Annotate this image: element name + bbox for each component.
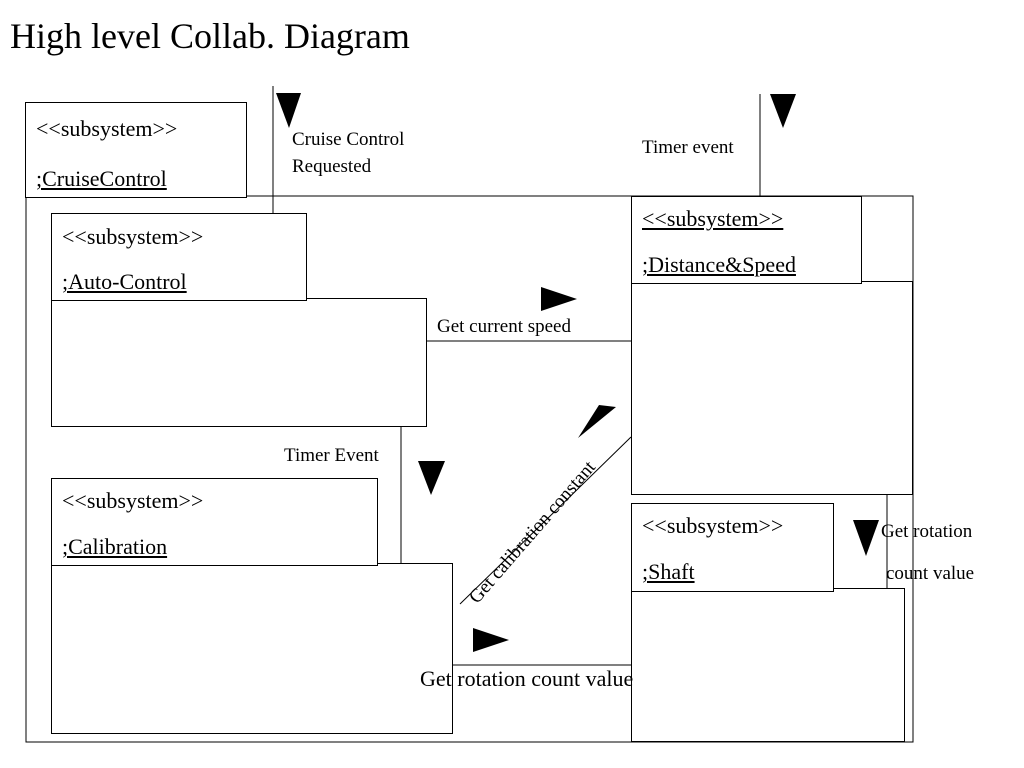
- cruise-requested-label-2: Requested: [292, 156, 372, 177]
- auto-control-name: ;Auto-Control: [62, 269, 187, 294]
- distance-speed-stereotype: <<subsystem>>: [642, 206, 784, 231]
- timer-event-top-label: Timer event: [642, 137, 734, 158]
- distance-speed-name: ;Distance&Speed: [642, 252, 796, 277]
- cruise-control-header: <<subsystem>> ;CruiseControl: [25, 102, 247, 198]
- calibration-body: [51, 563, 453, 734]
- get-calibration-constant-line: [459, 436, 632, 605]
- arrow-get-calibration-icon: [578, 405, 616, 438]
- arrow-timer-event-mid-icon: [418, 461, 445, 495]
- arrow-timer-event-top-icon: [770, 94, 796, 128]
- cruise-control-name: ;CruiseControl: [36, 166, 167, 191]
- calibration-stereotype: <<subsystem>>: [62, 488, 204, 513]
- cruise-control-frame: [25, 195, 914, 743]
- calibration-name: ;Calibration: [62, 534, 168, 559]
- arrow-get-rotation-bottom-icon: [473, 628, 509, 652]
- page-title: High level Collab. Diagram: [10, 16, 410, 56]
- arrow-get-current-speed-icon: [541, 287, 577, 311]
- auto-control-stereotype: <<subsystem>>: [62, 224, 204, 249]
- arrow-get-rotation-right-icon: [853, 520, 879, 556]
- arrow-cruise-requested-icon: [276, 93, 301, 128]
- distance-speed-body: [631, 281, 913, 495]
- get-current-speed-label: Get current speed: [437, 316, 571, 337]
- shaft-name: ;Shaft: [642, 559, 695, 584]
- get-rotation-right-label-2: count value: [886, 563, 975, 584]
- shaft-stereotype: <<subsystem>>: [642, 513, 784, 538]
- distance-speed-header: <<subsystem>> ;Distance&Speed: [631, 196, 862, 284]
- timer-event-mid-label: Timer Event: [284, 445, 379, 466]
- shaft-body: [631, 588, 905, 742]
- auto-control-body: [51, 298, 427, 427]
- auto-control-header: <<subsystem>> ;Auto-Control: [51, 213, 307, 301]
- calibration-header: <<subsystem>> ;Calibration: [51, 478, 378, 566]
- shaft-header: <<subsystem>> ;Shaft: [631, 503, 834, 592]
- get-rotation-right-label-1: Get rotation: [881, 521, 973, 542]
- cruise-requested-label-1: Cruise Control: [292, 129, 405, 150]
- cruise-control-stereotype: <<subsystem>>: [36, 116, 178, 141]
- get-rotation-bottom-label: Get rotation count value: [420, 666, 634, 691]
